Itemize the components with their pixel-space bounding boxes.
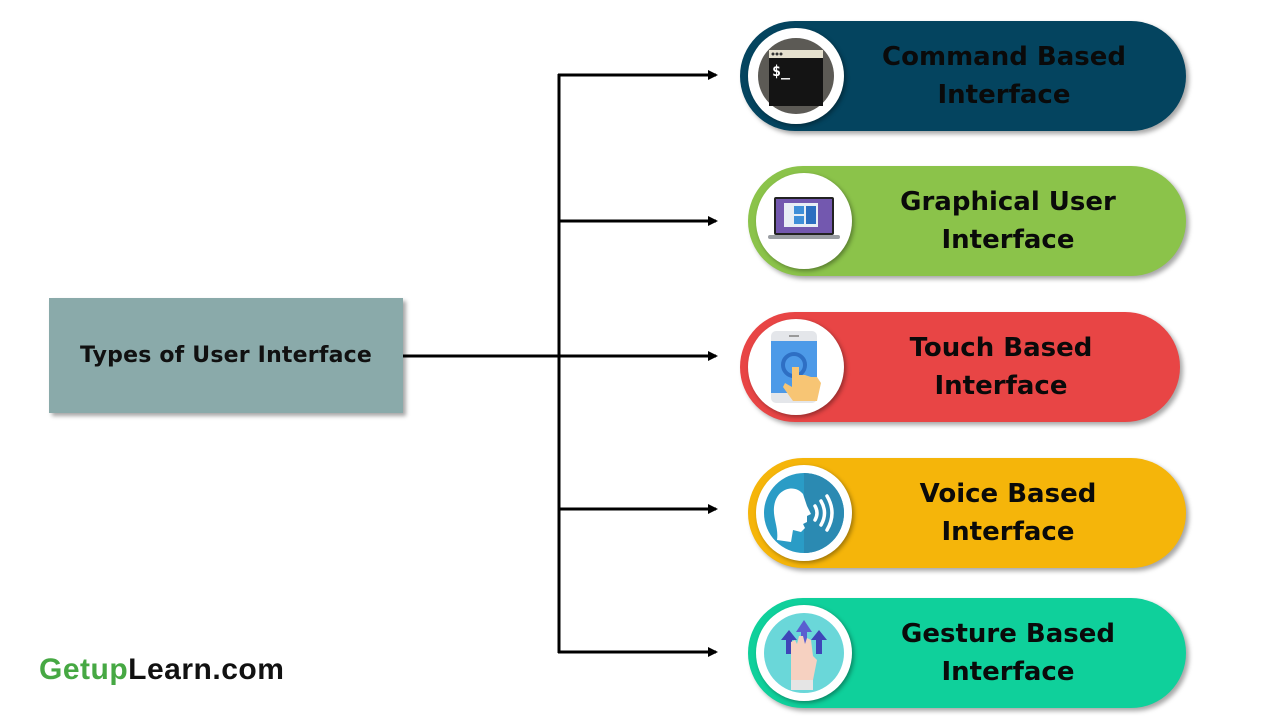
voice-icon [764, 473, 844, 553]
branch-command-based: $_ Command Based Interface [740, 21, 1186, 131]
icon-circle: $_ [748, 28, 844, 124]
root-label: Types of User Interface [79, 343, 372, 368]
branch-gesture-based: Gesture Based Interface [748, 598, 1186, 708]
branch-label: Touch Based Interface [909, 333, 1093, 401]
touch-screen-icon [771, 331, 821, 403]
root-node: Types of User Interface [49, 298, 403, 413]
branch-voice-based: Voice Based Interface [748, 458, 1186, 568]
branch-label: Command Based Interface [882, 42, 1126, 110]
gesture-hand-icon [764, 613, 844, 693]
terminal-icon: $_ [758, 38, 834, 114]
logo-part-getup: Getup [39, 653, 129, 686]
icon-circle [756, 465, 852, 561]
icon-circle [748, 319, 844, 415]
branch-label: Gesture Based Interface [901, 619, 1115, 687]
icon-circle [756, 173, 852, 269]
branch-graphical-user: Graphical User Interface [748, 166, 1186, 276]
laptop-icon [768, 197, 840, 239]
branch-touch-based: Touch Based Interface [740, 312, 1180, 422]
branch-label: Voice Based Interface [919, 479, 1097, 547]
logo-part-learn: Learn.com [128, 653, 285, 686]
branch-label: Graphical User Interface [900, 187, 1116, 255]
svg-text:$_: $_ [772, 62, 791, 80]
icon-circle [756, 605, 852, 701]
site-logo: GetupLearn.com [39, 653, 284, 687]
